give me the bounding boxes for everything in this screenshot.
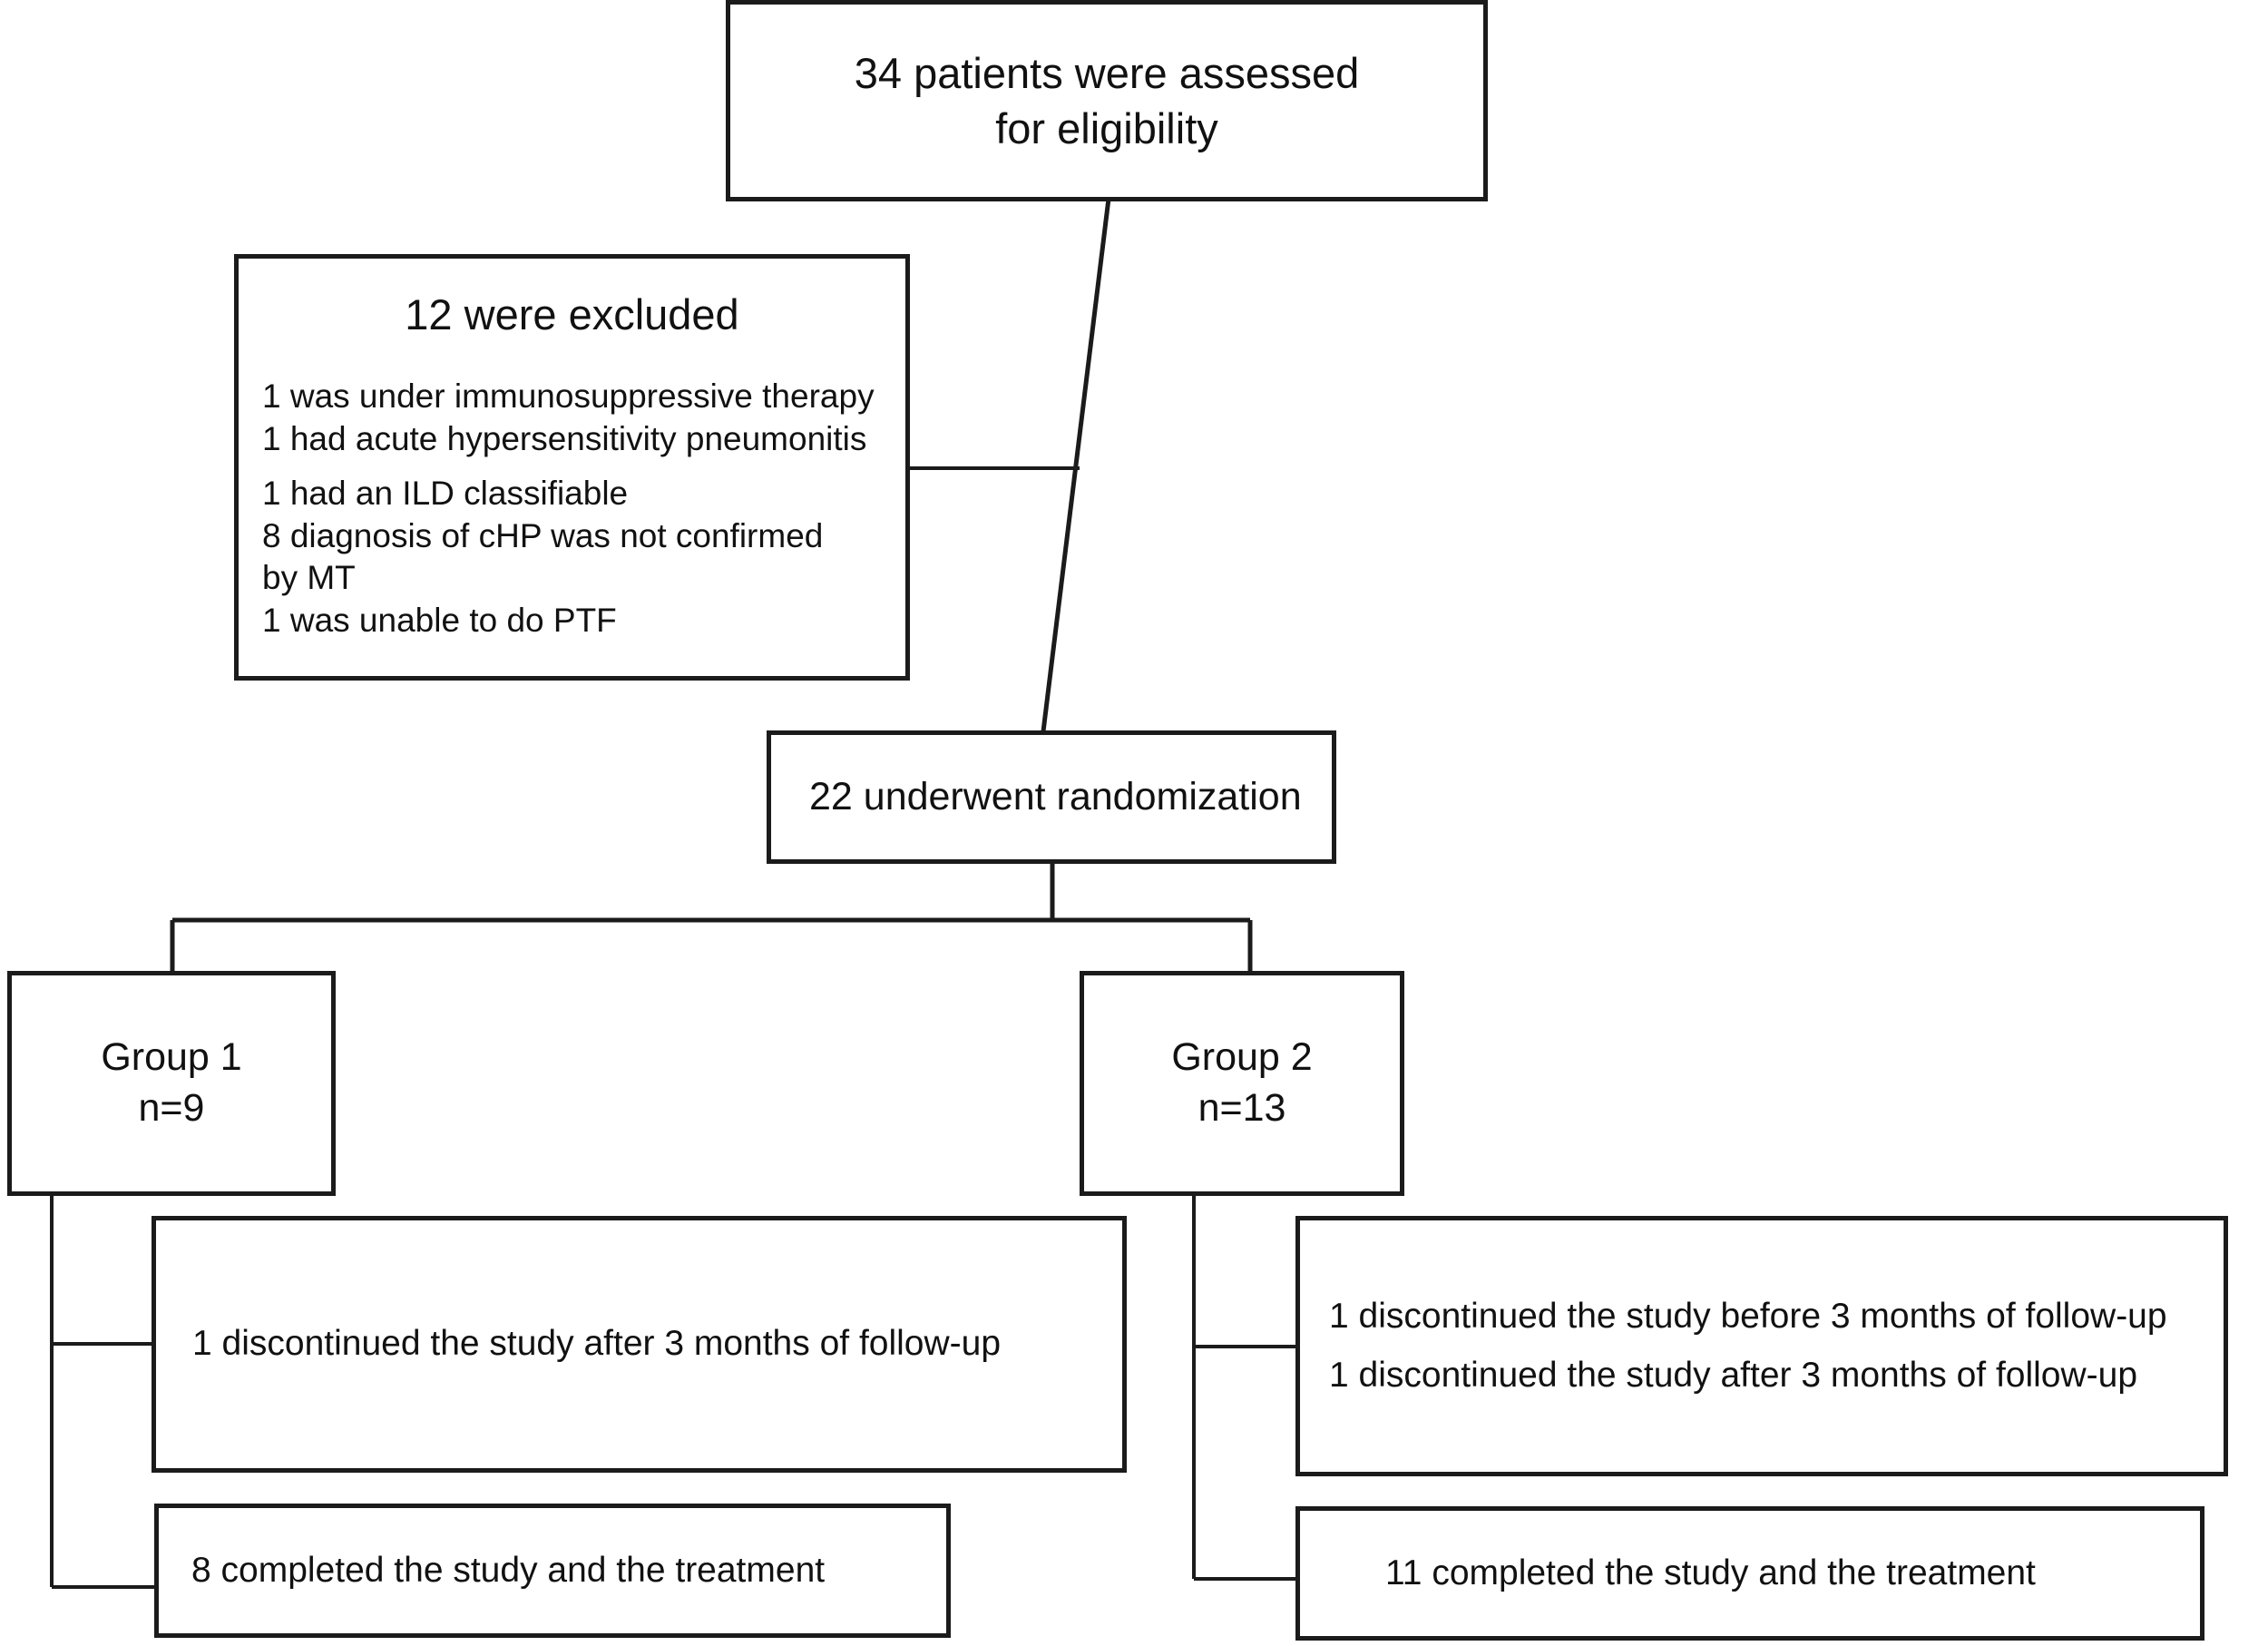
excluded-reason-1: 1 was under immunosuppressive therapy — [262, 377, 875, 415]
completed-group2-label: 11 completed the study and the treatment — [1385, 1553, 2036, 1592]
completed-group1-label: 8 completed the study and the treatment — [191, 1550, 826, 1590]
group2-n: n=13 — [1198, 1086, 1286, 1130]
group1-name: Group 1 — [101, 1035, 242, 1080]
connector-assessed-to-randomization — [1041, 198, 1111, 732]
discontinued-group1-line-1: 1 discontinued the study after 3 months … — [192, 1324, 1002, 1364]
group2-name: Group 2 — [1171, 1035, 1313, 1080]
excluded-reason-2: 1 had acute hypersensitivity pneumonitis — [262, 419, 867, 457]
node-completed-group-2: 11 completed the study and the treatment — [1295, 1506, 2204, 1641]
group1-n: n=9 — [138, 1086, 205, 1130]
node-discontinued-group-1: 1 discontinued the study after 3 months … — [152, 1216, 1127, 1473]
excluded-heading: 12 were excluded — [405, 290, 739, 338]
discontinued-group2-line-1: 1 discontinued the study before 3 months… — [1329, 1296, 2167, 1336]
excluded-reasons: 1 was under immunosuppressive therapy 1 … — [262, 376, 882, 642]
excluded-reasons-group-b: 1 had an ILD classifiable 8 diagnosis of… — [262, 473, 882, 642]
excluded-reason-5: 1 was unable to do PTF — [262, 602, 617, 640]
node-assessed-for-eligibility: 34 patients were assessed for eligibilit… — [726, 0, 1488, 201]
excluded-reason-3: 1 had an ILD classifiable — [262, 475, 629, 513]
excluded-reason-4-cont: by MT — [262, 559, 356, 597]
excluded-reason-4: 8 diagnosis of cHP was not confirmed — [262, 516, 824, 554]
node-excluded: 12 were excluded 1 was under immunosuppr… — [234, 254, 910, 681]
node-randomization: 22 underwent randomization — [767, 730, 1336, 864]
node-completed-group-1: 8 completed the study and the treatment — [154, 1504, 951, 1638]
excluded-reasons-group-a: 1 was under immunosuppressive therapy 1 … — [262, 376, 882, 460]
assessed-line-2: for eligibility — [995, 104, 1218, 152]
node-group-2: Group 2 n=13 — [1080, 971, 1404, 1196]
node-discontinued-group-2: 1 discontinued the study before 3 months… — [1295, 1216, 2228, 1476]
node-group-1: Group 1 n=9 — [7, 971, 336, 1196]
assessed-line-1: 34 patients were assessed — [854, 48, 1360, 97]
randomization-label: 22 underwent randomization — [809, 774, 1302, 818]
discontinued-group2-line-2: 1 discontinued the study after 3 months … — [1329, 1355, 2138, 1395]
